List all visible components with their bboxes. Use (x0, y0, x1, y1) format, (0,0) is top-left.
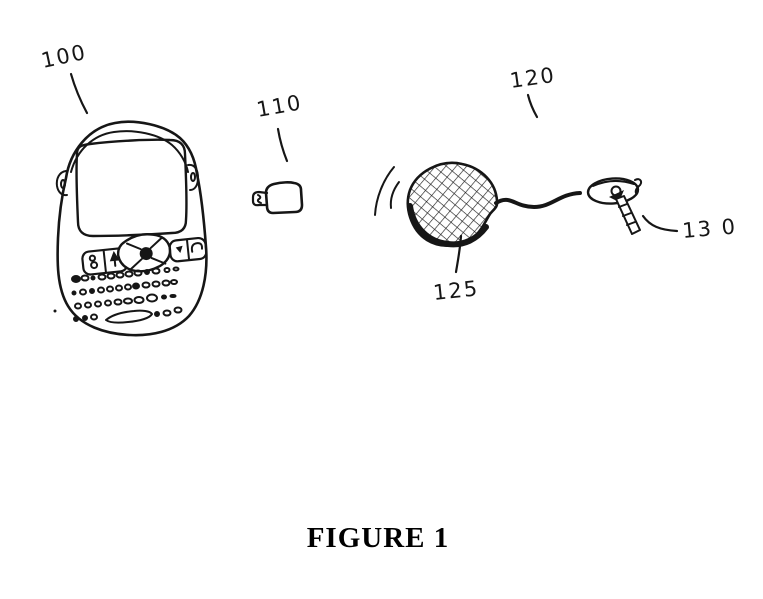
keyboard-key (161, 294, 167, 300)
keyboard-key (133, 269, 143, 277)
keyboard-key (104, 299, 112, 307)
keyboard-key (170, 279, 178, 285)
keyboard-key (97, 273, 107, 281)
keyboard-key (106, 272, 116, 280)
keyboard-key (162, 309, 172, 317)
phone-nav-cluster (81, 233, 208, 276)
earpiece-hook (634, 178, 643, 194)
keyboard-key (115, 284, 123, 292)
keyboard-key (146, 293, 158, 303)
keyboard-key (82, 315, 88, 321)
label-110: 110 (255, 90, 305, 122)
keyboard-key (74, 302, 82, 310)
dongle-drawing (251, 181, 304, 215)
headset-drawing (374, 161, 643, 248)
keyboard-key (71, 275, 81, 283)
keyboard-key (79, 288, 87, 296)
phone-left-side-button-mark (60, 179, 66, 189)
label-125: 125 (432, 276, 480, 305)
keyboard-key (73, 316, 79, 322)
keyboard-key (115, 271, 125, 279)
keyboard-key (151, 280, 161, 288)
keyboard-key (144, 269, 150, 275)
phone-right-side-button-mark (190, 172, 196, 182)
leader-line-125 (454, 234, 463, 274)
keyboard-key (169, 294, 177, 298)
phone-right-side-button (187, 163, 199, 191)
phone-left-side-button (55, 170, 68, 197)
nav-spade-stem (113, 259, 117, 267)
phone-bezel-arch (70, 130, 189, 173)
keyboard-key (97, 286, 105, 294)
label-100: 100 (39, 40, 89, 73)
nav-button-glyph-bottom (90, 261, 99, 270)
keyboard-key (163, 267, 171, 273)
dongle-plug-notch (256, 194, 262, 204)
keyboard-key (90, 313, 98, 321)
keyboard-key (141, 281, 151, 289)
leader-line-110 (276, 127, 289, 163)
nav-left-divider (102, 249, 107, 273)
keyboard-keys (71, 266, 183, 322)
keyboard-key (89, 288, 95, 294)
keyboard-key (161, 279, 171, 287)
phone-drawing (53, 120, 208, 337)
nav-spade-glyph (109, 250, 120, 262)
headset-speaker (406, 161, 499, 247)
dongle-body (264, 181, 304, 215)
sound-wave-outer (374, 166, 395, 216)
dongle-plug (251, 190, 269, 207)
keyboard-key (113, 298, 123, 306)
headset-speaker-rim (407, 203, 489, 248)
nav-trackball (139, 247, 153, 261)
keyboard-key (124, 270, 134, 278)
keyboard-key (172, 266, 180, 272)
leader-line-120 (526, 93, 539, 119)
sound-wave-inner (389, 181, 400, 209)
keyboard-key (123, 297, 133, 305)
keyboard-key (80, 274, 90, 282)
nav-dot-glyph (175, 245, 183, 254)
keyboard-key (106, 285, 114, 293)
keyboard-key (132, 282, 140, 290)
label-120: 120 (508, 63, 557, 93)
phone-body-outline (56, 120, 208, 337)
keyboard-key (154, 311, 160, 317)
earpiece-top-line (592, 180, 635, 187)
leader-line-130 (641, 214, 679, 233)
keyboard-key (84, 301, 92, 309)
figure-caption: FIGURE 1 (307, 522, 450, 554)
nav-dpad-segments (126, 236, 167, 271)
phone-screen (75, 138, 188, 238)
keyboard-key (71, 290, 77, 296)
leader-line-100 (69, 72, 89, 115)
earpiece-stem-rungs (618, 203, 636, 226)
keyboard-key (94, 300, 102, 308)
keyboard-key (133, 296, 145, 304)
nav-right-divider (186, 239, 191, 261)
keyboard-key (124, 283, 132, 291)
earpiece (586, 177, 643, 235)
keyboard-key (90, 275, 96, 281)
nav-handset-glyph (190, 242, 203, 253)
nav-button-glyph-top (88, 254, 96, 262)
label-130: 13 0 (681, 214, 738, 243)
stray-ink-dot (53, 309, 57, 313)
keyboard-key (173, 306, 183, 314)
keyboard-key (151, 267, 161, 275)
headset-cable (494, 191, 582, 209)
keyboard-spacebar (105, 309, 153, 324)
